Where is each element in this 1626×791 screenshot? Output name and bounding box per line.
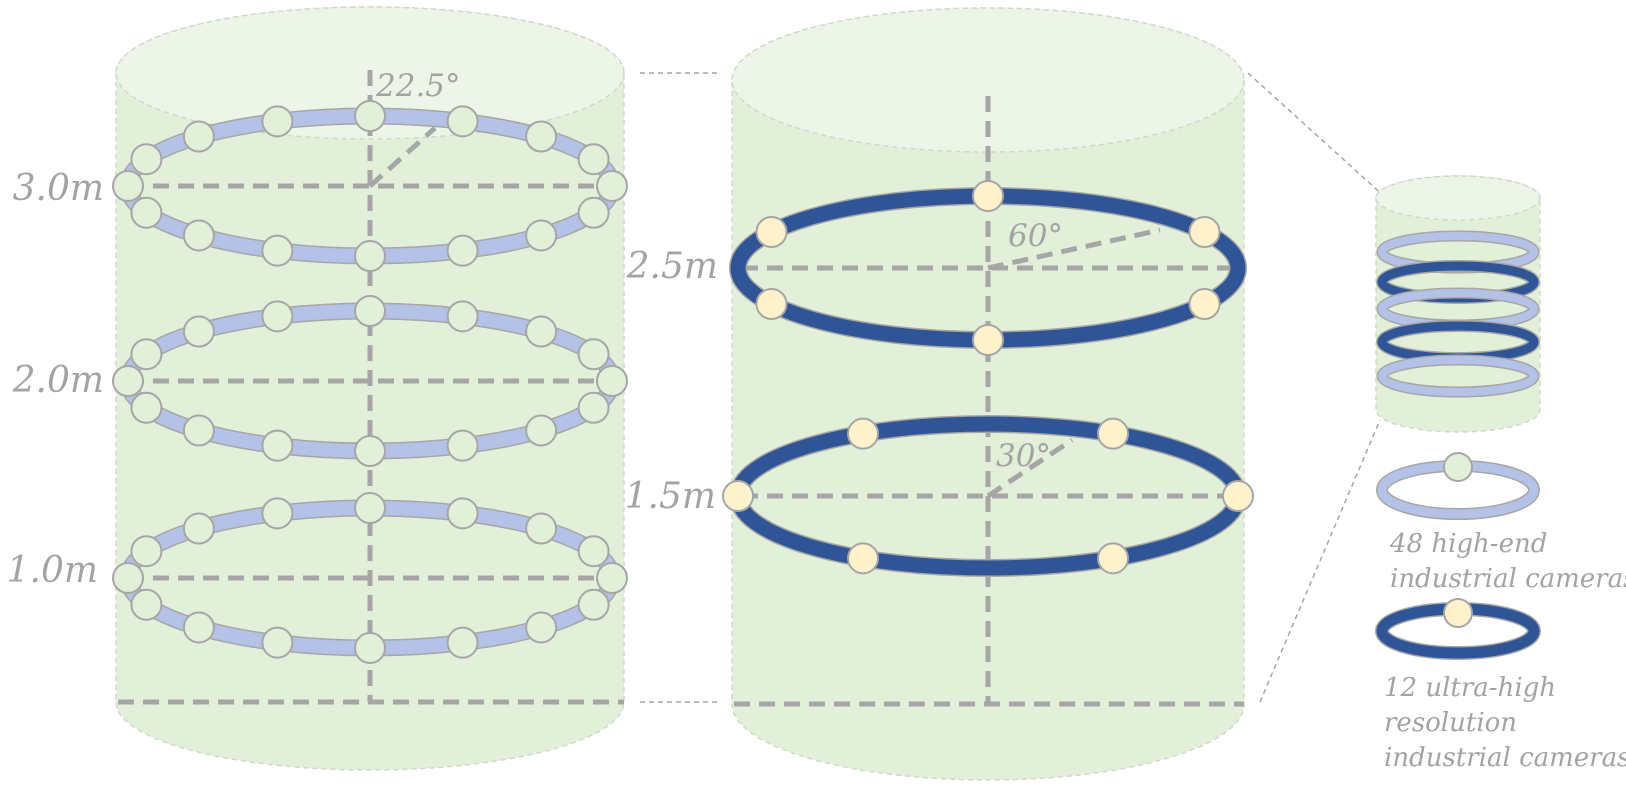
angle-label-22-5: 22.5° (375, 68, 461, 104)
camera-icon (354, 240, 386, 272)
legend-dark-line-3: industrial cameras (1384, 743, 1626, 773)
right-cylinder (722, 7, 1254, 781)
angle-indicator-30 (986, 437, 1074, 499)
connector-thumb-top (1247, 72, 1387, 199)
camera-icon (112, 170, 144, 202)
camera-icon (182, 512, 215, 545)
camera-icon (112, 562, 144, 594)
camera-icon (130, 391, 163, 424)
camera-icon (261, 497, 294, 530)
camera-icon (722, 480, 754, 512)
camera-icon (354, 632, 386, 664)
legend-light-line-2: industrial cameras (1390, 564, 1626, 594)
camera-icon (112, 365, 144, 397)
legend-green-camera (1443, 452, 1473, 482)
camera-icon (446, 300, 479, 333)
angle-label-60: 60° (1008, 218, 1063, 254)
angle-indicator-60 (987, 227, 1161, 271)
camera-icon (182, 414, 215, 447)
camera-icon (261, 429, 294, 462)
camera-icon (596, 562, 628, 594)
camera-icon (1188, 216, 1221, 248)
camera-icon (577, 391, 610, 424)
left-cylinder (112, 6, 628, 771)
camera-icon (182, 219, 215, 252)
legend: 48 high-end industrial cameras 12 ultra-… (1375, 452, 1626, 773)
camera-icon (525, 512, 558, 545)
camera-icon (972, 324, 1004, 356)
camera-icon (446, 234, 479, 267)
camera-icon (577, 588, 610, 621)
camera-icon (525, 219, 558, 252)
camera-icon (1222, 480, 1254, 512)
right-cylinder-top (731, 7, 1245, 153)
legend-dark-line-1: 12 ultra-high (1384, 673, 1556, 703)
camera-icon (261, 105, 294, 138)
dark-ring-yellow-camera-icon (1375, 598, 1541, 660)
camera-icon (354, 492, 386, 524)
camera-icon (130, 338, 163, 371)
camera-icon (755, 288, 788, 320)
angle-label-30: 30° (996, 438, 1051, 474)
camera-icon (446, 626, 479, 659)
camera-icon (972, 180, 1004, 212)
camera-icon (1188, 288, 1221, 320)
thumbnail-ring (1378, 356, 1538, 396)
height-label-3-0m: 3.0m (13, 168, 104, 209)
camera-icon (182, 315, 215, 348)
legend-light-line-1: 48 high-end (1389, 529, 1547, 559)
camera-icon (577, 338, 610, 371)
camera-icon (446, 105, 479, 138)
height-label-1-5m: 1.5m (625, 476, 716, 517)
legend-dark-line-2: resolution (1384, 708, 1517, 738)
height-label-1-0m: 1.0m (7, 550, 98, 591)
camera-icon (354, 435, 386, 467)
camera-icon (577, 535, 610, 568)
light-ring-green-camera-icon (1376, 452, 1540, 520)
camera-icon (577, 143, 610, 176)
camera-icon (130, 196, 163, 229)
connector-thumb-bottom (1259, 419, 1381, 703)
camera-icon (182, 120, 215, 153)
camera-icon (261, 300, 294, 333)
camera-icon (1097, 417, 1129, 450)
camera-icon (130, 588, 163, 621)
camera-icon (354, 100, 386, 132)
camera-icon (596, 365, 628, 397)
camera-icon (130, 535, 163, 568)
legend-yellow-camera (1443, 598, 1473, 628)
camera-icon (261, 234, 294, 267)
camera-icon (596, 170, 628, 202)
thumbnail-top (1375, 175, 1541, 221)
height-label-2-5m: 2.5m (626, 246, 718, 287)
camera-icon (847, 417, 879, 450)
camera-icon (354, 295, 386, 327)
camera-icon (847, 542, 879, 575)
connector-lines (640, 72, 1387, 703)
camera-icon (525, 414, 558, 447)
camera-icon (446, 497, 479, 530)
legend-thumbnail-cylinder (1375, 175, 1541, 433)
camera-icon (130, 143, 163, 176)
camera-icon (1097, 542, 1129, 575)
camera-icon (525, 315, 558, 348)
camera-icon (182, 611, 215, 644)
angle-indicator-22-5 (368, 126, 437, 188)
height-label-2-0m: 2.0m (12, 360, 104, 401)
camera-icon (446, 429, 479, 462)
camera-icon (525, 611, 558, 644)
camera-icon (525, 120, 558, 153)
camera-icon (261, 626, 294, 659)
camera-icon (755, 216, 788, 248)
camera-icon (577, 196, 610, 229)
